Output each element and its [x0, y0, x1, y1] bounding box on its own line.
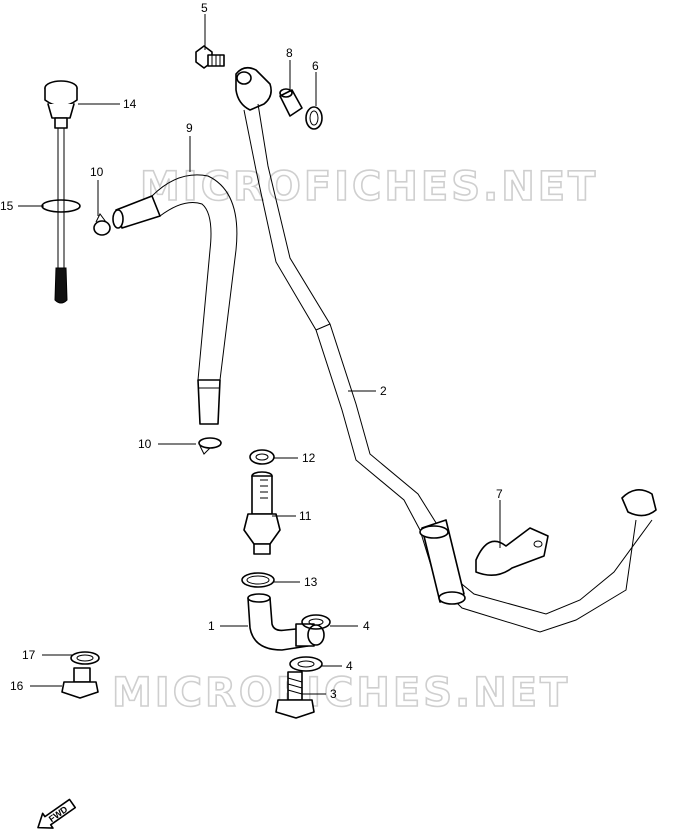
clamp-part-13: [241, 572, 275, 588]
clamp-part-10-lower: [198, 437, 222, 455]
dipstick-part: [41, 80, 81, 304]
leader-lines: [18, 14, 501, 695]
callout-6: 6: [312, 59, 319, 73]
fwd-arrow: FWD: [37, 798, 77, 829]
oring-part-6: [305, 106, 323, 130]
callout-14: 14: [123, 97, 137, 111]
callout-10-lower: 10: [138, 437, 152, 451]
callout-2: 2: [380, 384, 387, 398]
union-bolt-part-3: [275, 671, 315, 719]
callout-11: 11: [299, 509, 312, 523]
callout-4-upper: 4: [363, 619, 370, 633]
breather-hose-part-9: [112, 174, 238, 425]
watermark-top: MICROFICHES.NET: [140, 164, 598, 210]
callout-17: 17: [22, 648, 36, 662]
washer-part-4-lower: [289, 656, 323, 672]
gasket-part-17: [70, 651, 100, 665]
callout-1: 1: [208, 619, 215, 633]
drain-plug-part-16: [61, 667, 99, 699]
bolt-part-5: [195, 45, 225, 69]
watermark-bottom: MICROFICHES.NET: [112, 670, 570, 716]
washer-part-12: [249, 449, 275, 465]
oil-hose-part-2: [243, 103, 657, 633]
banjo-fitting: [235, 66, 272, 111]
callout-15: 15: [0, 199, 14, 213]
callout-12: 12: [302, 451, 316, 465]
washer-part-4-upper: [301, 614, 331, 630]
collar-part-8: [279, 88, 303, 117]
callout-8: 8: [286, 46, 293, 60]
union-bolt-part-11: [243, 471, 281, 555]
callout-labels: 5 8 6 14 9 10 15 10 12 11 2 7 13 1 4 4 1…: [0, 1, 503, 701]
callout-4-lower: 4: [346, 659, 353, 673]
clamp-part-10-upper: [93, 213, 111, 236]
elbow-part-1: [247, 593, 325, 651]
callout-16: 16: [10, 679, 24, 693]
callout-3: 3: [330, 687, 337, 701]
callout-13: 13: [304, 575, 318, 589]
callout-7: 7: [496, 487, 503, 501]
callout-5: 5: [201, 1, 208, 15]
callout-10-upper: 10: [90, 165, 104, 179]
bracket-part-7: [475, 527, 549, 576]
callout-9: 9: [186, 121, 193, 135]
